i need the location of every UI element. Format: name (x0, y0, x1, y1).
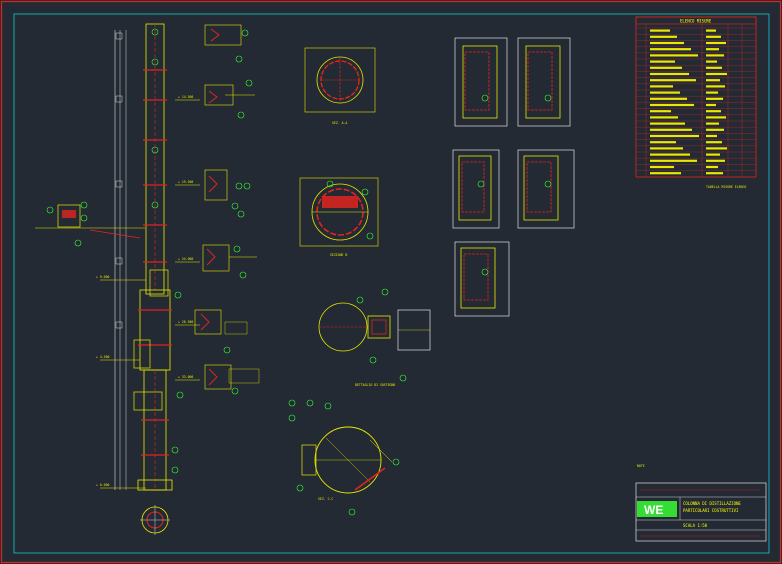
panel-details (452, 37, 575, 317)
sheet-inner-border (13, 13, 770, 554)
legend-row-value-mark (706, 159, 725, 162)
legend-table: ELENCO MISURE TABELLA MISURE ELENCO (635, 16, 757, 189)
title-block-line-1: COLONNA DI DISTILLAZIONE (683, 501, 741, 506)
legend-table-rows (636, 27, 756, 175)
legend-row-value-mark (706, 54, 724, 57)
section-cc-label: SEZ. C-C (318, 497, 333, 501)
legend-row-text-mark (650, 66, 682, 69)
elev-0: + 0.000 (96, 483, 110, 487)
legend-row-text-mark (650, 54, 698, 57)
legend-row-value-mark (706, 35, 721, 38)
legend-row-value-mark (706, 79, 720, 82)
legend-row-value-mark (706, 128, 724, 131)
section-a-circle: SEZ. A-A (304, 47, 376, 125)
section-c-circle: SEZ. C-C (288, 399, 400, 516)
legend-row-text-mark (650, 165, 674, 169)
notes-label: NOTE (637, 464, 645, 468)
title-block-logo: WE (644, 503, 663, 517)
legend-row-value-mark (706, 97, 723, 100)
section-bb-label: SEZIONE B (330, 253, 347, 257)
title-block-line-3: SCALA 1:50 (683, 523, 708, 528)
elev-5: + 24.000 (178, 257, 193, 261)
legend-row-text-mark (650, 122, 685, 125)
legend-row-value-mark (706, 60, 717, 63)
legend-row-text-mark (650, 116, 678, 119)
legend-row-text-mark (650, 91, 680, 94)
legend-row-text-mark (650, 147, 683, 150)
support-detail: DETTAGLIO DI SOSTEGNO (318, 288, 431, 387)
legend-row-text-mark (650, 85, 673, 88)
legend-row-text-mark (650, 35, 677, 38)
elev-3: + 14.500 (178, 95, 193, 99)
legend-row-value-mark (706, 134, 717, 138)
legend-row-text-mark (650, 48, 691, 51)
legend-row-value-mark (706, 122, 719, 125)
legend-row-text-mark (650, 41, 684, 45)
elev-7: + 33.000 (178, 375, 193, 379)
title-block: WE COLONNA DI DISTILLAZIONE PARTICOLARI … (635, 482, 767, 542)
legend-row-value-mark (706, 147, 727, 150)
legend-row-value-mark (706, 172, 723, 175)
legend-row-value-mark (706, 29, 716, 32)
support-detail-label: DETTAGLIO DI SOSTEGNO (355, 383, 395, 387)
legend-row-text-mark (650, 29, 670, 32)
legend-row-text-mark (650, 72, 689, 76)
legend-row-value-mark (706, 110, 721, 113)
legend-row-text-mark (650, 141, 676, 144)
legend-row-text-mark (650, 110, 671, 113)
left-nozzle-detail (35, 201, 145, 247)
legend-row-text-mark (650, 79, 696, 82)
legend-row-value-mark (706, 85, 725, 88)
legend-row-value-mark (706, 72, 727, 76)
legend-row-value-mark (706, 66, 722, 69)
legend-row-value-mark (706, 116, 726, 119)
elev-4: + 19.500 (178, 180, 193, 184)
legend-row-text-mark (650, 97, 687, 100)
legend-row-text-mark (650, 134, 699, 138)
column-base-plan (140, 505, 170, 535)
legend-row-value-mark (706, 141, 722, 144)
legend-row-value-mark (706, 91, 718, 94)
legend-row-text-mark (650, 159, 697, 162)
section-aa-label: SEZ. A-A (332, 121, 347, 125)
section-b-circle: SEZIONE B (299, 177, 379, 257)
legend-row-value-mark (706, 153, 720, 156)
legend-row-text-mark (650, 103, 694, 107)
legend-row-text-mark (650, 128, 692, 131)
column-elevation: + 0.000 + 4.500 + 9.000 + 14.500 + 19.50… (96, 23, 200, 491)
legend-row-text-mark (650, 153, 690, 156)
nozzle-details-column (194, 24, 260, 395)
legend-row-value-mark (706, 48, 719, 51)
legend-row-value-mark (706, 41, 726, 45)
legend-table-title: ELENCO MISURE (680, 19, 712, 24)
legend-row-text-mark (650, 60, 675, 63)
legend-row-value-mark (706, 165, 718, 169)
legend-row-value-mark (706, 103, 716, 107)
elev-1: + 4.500 (96, 355, 110, 359)
elev-2: + 9.000 (96, 275, 110, 279)
title-block-line-2: PARTICOLARI COSTRUTTIVI (683, 508, 739, 513)
elev-6: + 28.500 (178, 320, 193, 324)
legend-table-footer: TABELLA MISURE ELENCO (706, 185, 746, 189)
legend-row-text-mark (650, 172, 681, 175)
